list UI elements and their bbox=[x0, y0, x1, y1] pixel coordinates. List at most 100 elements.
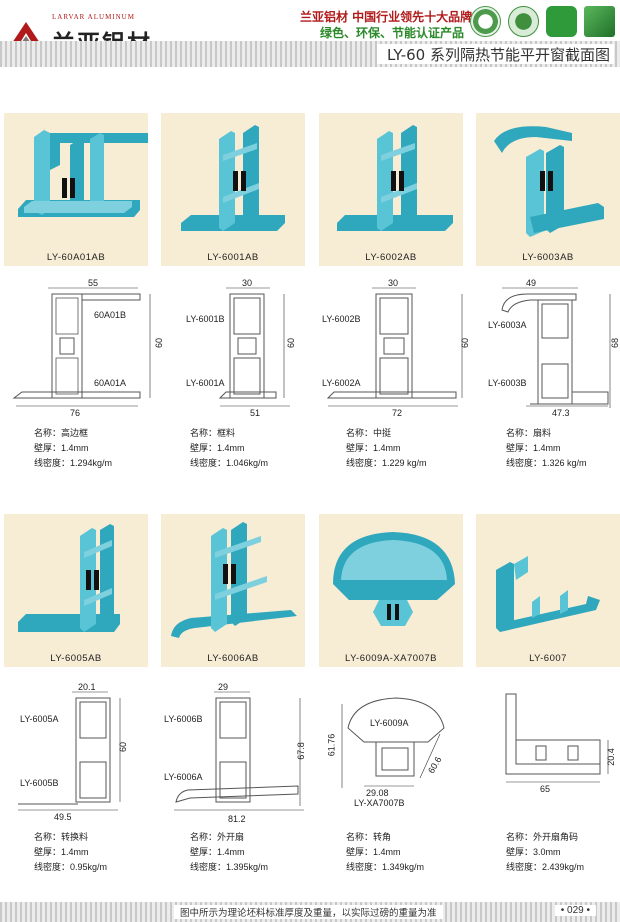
dimension-side: 68 bbox=[610, 337, 620, 349]
certification-badge-icon bbox=[546, 6, 577, 37]
spec-density: 线密度：2.439kg/m bbox=[506, 862, 585, 872]
profile-card-label: LY-6006AB bbox=[207, 653, 259, 664]
dimension-side: 67.8 bbox=[295, 742, 306, 760]
spec-name: 名称：外开扇角码 bbox=[506, 832, 579, 842]
profile-card: LY-6005AB bbox=[4, 514, 148, 667]
certification-badge-icon bbox=[508, 6, 539, 37]
part-label-bottom: LY-6002A bbox=[322, 378, 361, 388]
spec-density: 线密度：1.326 kg/m bbox=[506, 458, 587, 468]
page-title: LY-60 系列隔热节能平开窗截面图 bbox=[376, 44, 614, 64]
dimension-bottom: 49.5 bbox=[54, 812, 72, 822]
spec-density: 线密度：1.294kg/m bbox=[34, 458, 113, 468]
spec-block: 名称：高边框 壁厚：1.4mm 线密度：1.294kg/m bbox=[34, 426, 112, 471]
spec-name: 名称：外开扇 bbox=[190, 832, 245, 842]
dimension-side: 61.76 bbox=[326, 733, 337, 757]
dimension-bottom: 81.2 bbox=[228, 814, 246, 824]
spec-name: 名称：扇料 bbox=[506, 428, 552, 438]
part-label-top: 60A01B bbox=[94, 310, 127, 320]
section-drawing: 20.1 60 49.5 LY-6005A LY-6005B bbox=[8, 682, 158, 822]
spec-block: 名称：外开扇角码 壁厚：3.0mm 线密度：2.439kg/m bbox=[506, 830, 584, 875]
profile-card-label: LY-6009A-XA7007B bbox=[345, 653, 437, 664]
dimension-bottom: 51 bbox=[250, 408, 261, 418]
profile-render-icon bbox=[181, 125, 285, 231]
dimension-side: 60 bbox=[154, 337, 165, 349]
dimension-top: 29 bbox=[218, 682, 229, 692]
profile-render-icon bbox=[333, 532, 455, 626]
spec-density: 线密度：1.229 kg/m bbox=[346, 458, 427, 468]
spec-block: 名称：扇料 壁厚：1.4mm 线密度：1.326 kg/m bbox=[506, 426, 587, 471]
dimension-bottom: 72 bbox=[392, 408, 403, 418]
part-label-bottom: 60A01A bbox=[94, 378, 127, 388]
section-drawing-lines bbox=[501, 287, 611, 408]
profile-render-icon bbox=[496, 556, 600, 632]
dimension-top: 30 bbox=[388, 278, 399, 288]
section-drawing-lines bbox=[12, 287, 151, 407]
profile-card-label: LY-6007 bbox=[529, 653, 567, 664]
section-drawing-lines bbox=[218, 287, 290, 407]
spec-thickness: 壁厚：1.4mm bbox=[34, 443, 89, 453]
spec-block: 名称：框料 壁厚：1.4mm 线密度：1.046kg/m bbox=[190, 426, 268, 471]
spec-thickness: 壁厚：1.4mm bbox=[506, 443, 561, 453]
dimension-bottom: 76 bbox=[70, 408, 81, 418]
profile-card-label: LY-6002AB bbox=[365, 252, 417, 263]
profile-card-label: LY-6003AB bbox=[522, 252, 574, 263]
profile-card: LY-60A01AB bbox=[4, 113, 148, 266]
spec-density: 线密度：1.395kg/m bbox=[190, 862, 269, 872]
spec-name: 名称：转换料 bbox=[34, 832, 89, 842]
profile-card: LY-6002AB bbox=[319, 113, 463, 266]
spec-block: 名称：转换料 壁厚：1.4mm 线密度：0.95kg/m bbox=[34, 830, 107, 875]
dimension-top: 49 bbox=[526, 278, 537, 288]
profile-card: LY-6006AB bbox=[161, 514, 305, 667]
page-number: • 029 • bbox=[554, 905, 596, 916]
section-drawing-lines bbox=[505, 693, 609, 783]
section-drawing: 61.76 60.6 29.08 LY-6009A LY-XA7007B bbox=[320, 684, 470, 814]
part-label-top: LY-6001B bbox=[186, 314, 225, 324]
dimension-top: 55 bbox=[88, 278, 99, 288]
dimension-side: 60 bbox=[286, 337, 297, 349]
footer-note: 图中所示为理论坯料标准厚度及重量，以实际过磅的重量为准 bbox=[174, 905, 443, 919]
profile-card-label: LY-6005AB bbox=[50, 653, 102, 664]
spec-name: 名称：中挺 bbox=[346, 428, 392, 438]
part-label-top: LY-6002B bbox=[322, 314, 361, 324]
section-drawing: 30 60 72 LY-6002B LY-6002A bbox=[320, 278, 470, 418]
spec-block: 名称：外开扇 壁厚：1.4mm 线密度：1.395kg/m bbox=[190, 830, 268, 875]
part-label-top: LY-6009A bbox=[370, 718, 409, 728]
section-drawing-lines bbox=[326, 287, 463, 407]
profile-card: LY-6001AB bbox=[161, 113, 305, 266]
part-label-bottom: LY-6006A bbox=[164, 772, 203, 782]
part-label-bottom: LY-XA7007B bbox=[354, 798, 405, 808]
profile-card: LY-6009A-XA7007B bbox=[319, 514, 463, 667]
dimension-top: 20.1 bbox=[78, 682, 96, 692]
spec-density: 线密度：1.046kg/m bbox=[190, 458, 269, 468]
section-drawing-lines bbox=[341, 697, 445, 788]
profile-render-icon bbox=[337, 125, 453, 231]
section-drawing: 30 60 51 LY-6001B LY-6001A bbox=[180, 278, 330, 418]
spec-name: 名称：高边框 bbox=[34, 428, 89, 438]
section-drawing: 55 60 76 60A01B 60A01A bbox=[8, 278, 164, 418]
spec-block: 名称：转角 壁厚：1.4mm 线密度：1.349kg/m bbox=[346, 830, 424, 875]
part-label-top: LY-6003A bbox=[488, 320, 527, 330]
profile-card-label: LY-60A01AB bbox=[46, 252, 106, 263]
spec-thickness: 壁厚：1.4mm bbox=[346, 443, 401, 453]
profile-card-label: LY-6001AB bbox=[207, 252, 259, 263]
spec-thickness: 壁厚：1.4mm bbox=[190, 443, 245, 453]
spec-density: 线密度：0.95kg/m bbox=[34, 862, 108, 872]
spec-density: 线密度：1.349kg/m bbox=[346, 862, 425, 872]
brand-name-en: LARVAR ALUMINUM bbox=[52, 13, 135, 21]
certification-badge-icon bbox=[584, 6, 615, 37]
profile-card: LY-6003AB bbox=[476, 113, 620, 266]
certification-badges bbox=[470, 6, 618, 38]
profile-render-icon bbox=[18, 524, 120, 632]
slogan-line-2: 绿色、环保、节能认证产品 bbox=[320, 26, 465, 40]
dimension-bottom: 47.3 bbox=[552, 408, 570, 418]
section-drawing: 20.4 65 bbox=[476, 684, 620, 814]
spec-thickness: 壁厚：1.4mm bbox=[346, 847, 401, 857]
dimension-bottom: 65 bbox=[540, 784, 551, 794]
page-footer: 图中所示为理论坯料标准厚度及重量，以实际过磅的重量为准 • 029 • bbox=[0, 902, 620, 922]
dimension-side: 60 bbox=[118, 741, 129, 753]
profile-card: LY-6007 bbox=[476, 514, 620, 667]
part-label-bottom: LY-6003B bbox=[488, 378, 527, 388]
part-label-top: LY-6006B bbox=[164, 714, 203, 724]
slogan-line-1: 兰亚铝材 中国行业领先十大品牌 bbox=[300, 10, 473, 24]
section-drawing: 29 67.8 81.2 LY-6006B LY-6006A bbox=[164, 682, 314, 824]
